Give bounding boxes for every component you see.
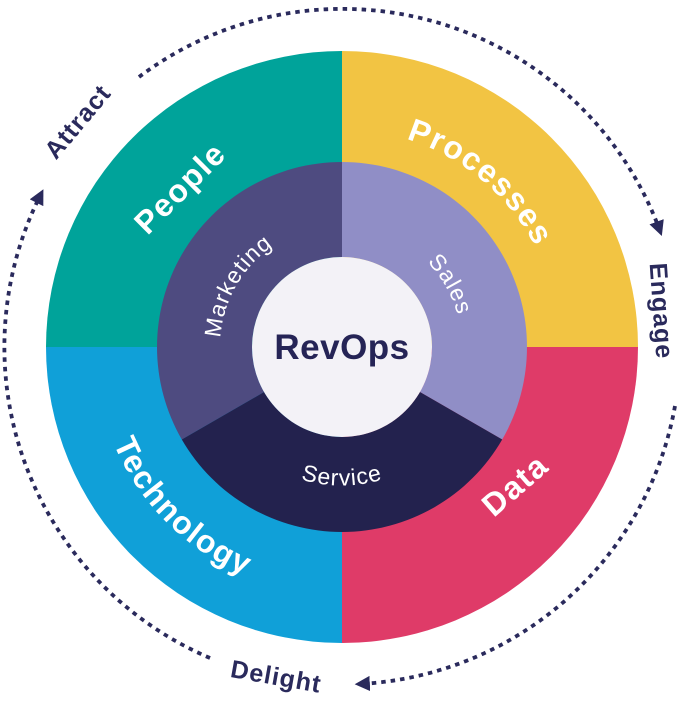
inner-segment-ring — [157, 162, 527, 532]
segment-marketing — [157, 162, 342, 440]
cycle-arc-attract-to-engage — [137, 7, 664, 236]
center-hub-label: RevOps — [274, 328, 409, 367]
segment-service — [181, 392, 503, 532]
cycle-arc-delight-to-attract — [2, 189, 211, 660]
center-hub-circle — [252, 257, 432, 437]
segment-sales — [342, 162, 527, 440]
stage-label-attract: Attract — [39, 79, 117, 164]
stage-label-engage: Engage — [644, 262, 679, 360]
flywheel-cycle — [2, 7, 677, 692]
stage-label-delight: Delight — [228, 655, 323, 699]
